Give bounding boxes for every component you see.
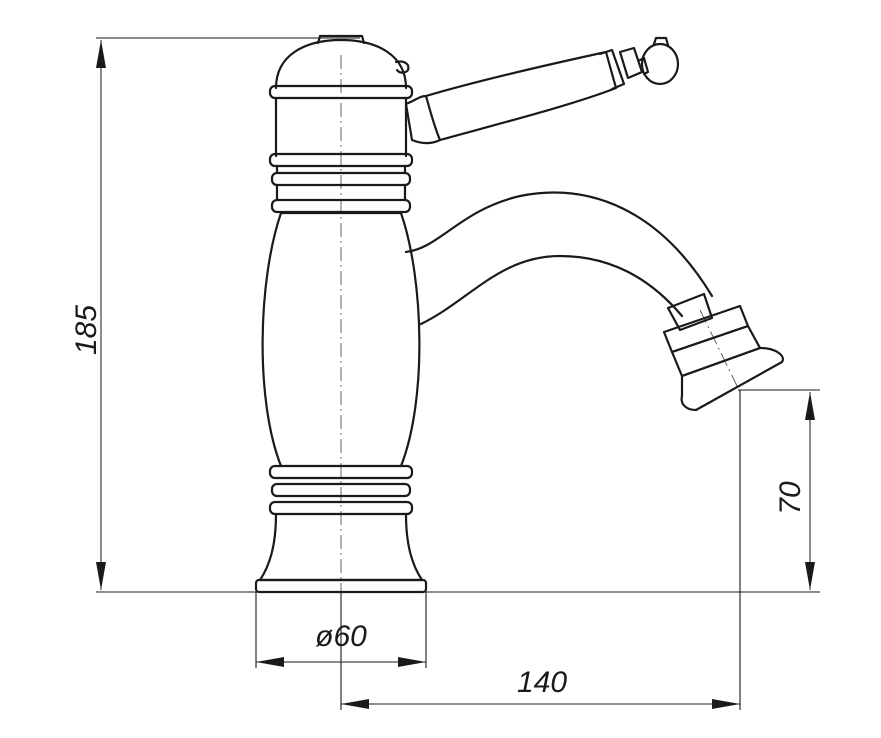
height-arrow-top bbox=[96, 40, 106, 68]
height-total-label: 185 bbox=[70, 305, 103, 355]
spout-height-arrow-top bbox=[805, 392, 815, 420]
upper-ring bbox=[268, 84, 414, 100]
spout-outlet-ring-2 bbox=[670, 324, 762, 378]
lever-knob-stem bbox=[638, 56, 650, 76]
lever-band bbox=[598, 48, 626, 91]
upper-collar-sides bbox=[275, 164, 407, 202]
cap-pin bbox=[394, 60, 410, 74]
lever-knob bbox=[640, 42, 680, 86]
lower-collar-ring-3 bbox=[268, 500, 414, 516]
extension-lines bbox=[96, 37, 820, 710]
dimension-height-total: 185 bbox=[70, 40, 106, 590]
spout-lower-curve bbox=[419, 254, 684, 326]
lever-tip bbox=[618, 46, 644, 80]
base-diameter-label: ø60 bbox=[315, 620, 367, 653]
dimension-spout-height: 70 bbox=[774, 392, 815, 590]
spout-height-arrow-bottom bbox=[805, 562, 815, 590]
dimension-spout-reach: 140 bbox=[341, 666, 740, 709]
cap-top-knob bbox=[316, 34, 366, 45]
spout-aerator bbox=[680, 346, 784, 412]
upper-collar-ring-2 bbox=[270, 171, 412, 187]
reach-arrow-right bbox=[712, 699, 740, 709]
upper-collar-ring-1 bbox=[268, 152, 414, 168]
spout-upper-curve bbox=[404, 191, 714, 298]
lever-body bbox=[424, 50, 618, 142]
lower-collar-ring-2 bbox=[270, 482, 412, 498]
height-arrow-bottom bbox=[96, 562, 106, 590]
diameter-arrow-left bbox=[256, 657, 284, 667]
spout-outlet-center-line bbox=[699, 309, 741, 393]
barrel-body bbox=[261, 211, 421, 468]
lever-neck bbox=[404, 94, 442, 145]
lever-handle bbox=[404, 36, 680, 145]
lever-knob-top bbox=[652, 36, 670, 47]
spout-outlet-collar bbox=[666, 292, 714, 332]
dimension-base-diameter: ø60 bbox=[256, 620, 426, 667]
dome-cap bbox=[274, 38, 408, 90]
spout bbox=[404, 191, 784, 412]
spout-outlet-ring-1 bbox=[662, 304, 750, 354]
reach-arrow-left bbox=[341, 699, 369, 709]
center-lines bbox=[340, 55, 741, 708]
spout-height-label: 70 bbox=[774, 481, 807, 515]
spout-reach-label: 140 bbox=[517, 666, 567, 699]
diameter-arrow-right bbox=[398, 657, 426, 667]
faucet-body bbox=[254, 34, 428, 594]
lower-collar-ring-1 bbox=[268, 464, 414, 480]
